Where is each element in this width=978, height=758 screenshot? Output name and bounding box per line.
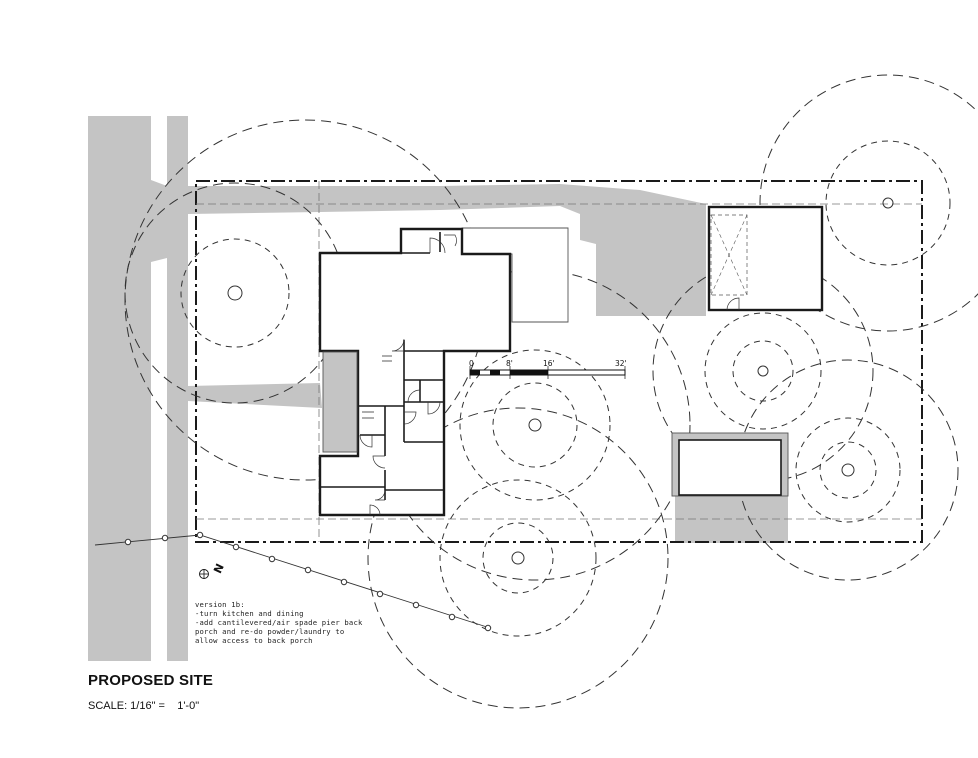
scale-label-16: 16' (543, 359, 555, 368)
garage (707, 205, 824, 312)
drawing-title: PROPOSED SITE (88, 672, 214, 689)
paving (88, 116, 788, 661)
front-porch (322, 351, 358, 453)
street (88, 116, 151, 661)
note-line-1: version 1b: (195, 600, 245, 609)
north-arrow-icon: N (199, 562, 227, 579)
note-line-3: -add cantilevered/air spade pier back (195, 618, 363, 627)
drawing-scale: SCALE: 1/16" = 1'-0" (88, 700, 200, 712)
driveway (188, 184, 706, 316)
graphic-scale-bar: 0 8' 16' 32' (469, 359, 627, 379)
scale-label-0: 0 (469, 359, 474, 368)
interior-walls (320, 232, 444, 500)
note-line-2: -turn kitchen and dining (195, 609, 304, 618)
scale-label-8: 8' (506, 359, 513, 368)
front-walk (188, 383, 322, 408)
accessory-structure (671, 432, 789, 497)
tree-4 (367, 407, 669, 709)
curb-line (94, 531, 492, 632)
tree-7 (759, 74, 978, 332)
sidewalk (167, 116, 188, 661)
note-line-5: allow access to back porch (195, 636, 313, 645)
scale-label-32: 32' (615, 359, 627, 368)
version-notes: version 1b: -turn kitchen and dining -ad… (195, 600, 363, 645)
door-swings (359, 234, 457, 516)
property-line (195, 180, 923, 543)
note-line-4: porch and re-do powder/laundry to (195, 627, 344, 636)
patio (675, 496, 788, 543)
garage-outline (707, 205, 824, 312)
driveway-apron (151, 180, 167, 262)
north-label: N (211, 562, 227, 576)
tree-canopies (124, 74, 978, 709)
house (318, 227, 512, 517)
